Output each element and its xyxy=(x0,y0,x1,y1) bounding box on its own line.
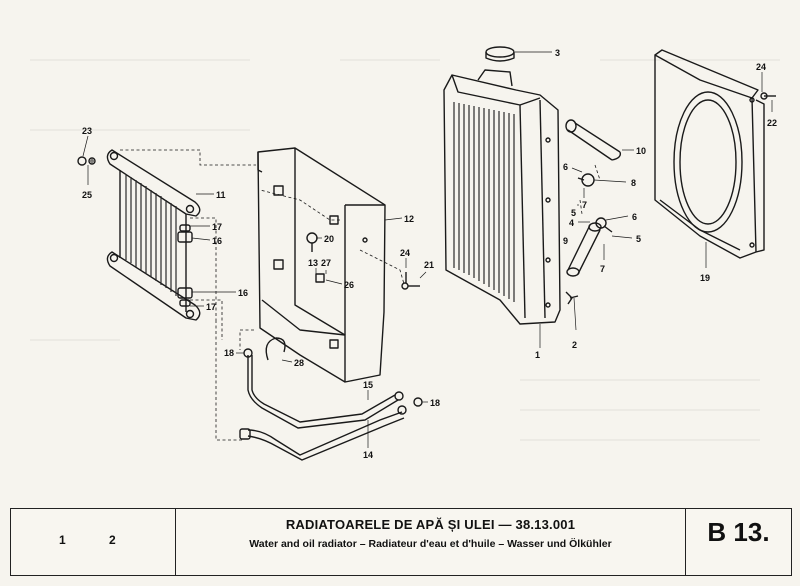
column-number-1: 1 xyxy=(59,533,66,547)
radiator-frame xyxy=(257,147,386,383)
callout-12: 12 xyxy=(404,214,414,224)
callout-7b: 7 xyxy=(600,264,605,274)
lower-hose xyxy=(566,222,602,277)
water-radiator-core-fins xyxy=(453,102,515,302)
oil-cooler-fittings xyxy=(177,224,193,307)
title-romanian: RADIATOARELE DE APĂ ȘI ULEI — 38.13.001 xyxy=(285,517,576,532)
radiator-cap xyxy=(485,46,515,62)
callout-27: 27 xyxy=(321,258,331,268)
callout-labels: 1 2 3 4 5 5 6 6 7 7 8 9 10 11 12 13 14 xyxy=(82,48,777,460)
callout-25: 25 xyxy=(82,190,92,200)
drain-cock xyxy=(565,291,579,305)
retaining-clip xyxy=(265,337,286,361)
callout-2: 2 xyxy=(572,340,577,350)
assembly-lines xyxy=(120,149,601,441)
callout-23: 23 xyxy=(82,126,92,136)
fan-shroud xyxy=(654,49,765,259)
callout-6a: 6 xyxy=(563,162,568,172)
title-block-code-cell: B 13. xyxy=(686,509,791,575)
callout-17a: 17 xyxy=(212,222,222,232)
callout-22: 22 xyxy=(767,118,777,128)
bleed-through-ghosting xyxy=(30,59,780,441)
bolt-and-washer-21-24 xyxy=(401,272,420,290)
upper-hose xyxy=(565,119,622,161)
callout-8: 8 xyxy=(631,178,636,188)
sheet-code: B 13. xyxy=(707,517,770,547)
callout-10: 10 xyxy=(636,146,646,156)
callout-17b: 17 xyxy=(206,302,216,312)
title-block-left-cell: 1 2 xyxy=(11,509,176,575)
callout-7a: 7 xyxy=(582,200,587,210)
callout-5a: 5 xyxy=(571,208,576,218)
oil-pipes xyxy=(239,348,423,461)
bolt-and-washer-23-25 xyxy=(77,156,96,166)
callout-24b: 24 xyxy=(756,62,766,72)
oil-cooler-fins xyxy=(125,174,177,296)
callout-18b: 18 xyxy=(430,398,440,408)
callout-20: 20 xyxy=(324,234,334,244)
callout-5b: 5 xyxy=(636,234,641,244)
exploded-parts-diagram: 1 2 3 4 5 5 6 6 7 7 8 9 10 11 12 13 14 xyxy=(30,46,780,461)
column-number-2: 2 xyxy=(109,533,116,547)
callout-21: 21 xyxy=(424,260,434,270)
title-block-title-cell: RADIATOARELE DE APĂ ȘI ULEI — 38.13.001 … xyxy=(176,509,686,575)
water-radiator xyxy=(443,69,561,325)
title-translations: Water and oil radiator – Radiateur d'eau… xyxy=(249,538,612,550)
oil-cooler xyxy=(106,149,201,321)
callout-11: 11 xyxy=(216,190,226,200)
callout-16b: 16 xyxy=(238,288,248,298)
hose-clamps xyxy=(577,173,613,233)
callout-18a: 18 xyxy=(224,348,234,358)
bolt-and-washer-22-24 xyxy=(760,92,776,100)
callout-13: 13 xyxy=(308,258,318,268)
callout-14: 14 xyxy=(363,450,373,460)
callout-6b: 6 xyxy=(632,212,637,222)
callout-19: 19 xyxy=(700,273,710,283)
callout-15: 15 xyxy=(363,380,373,390)
callout-24a: 24 xyxy=(400,248,410,258)
callout-4: 4 xyxy=(569,218,574,228)
callout-3: 3 xyxy=(555,48,560,58)
callout-9: 9 xyxy=(563,236,568,246)
callout-1: 1 xyxy=(535,350,540,360)
callout-28: 28 xyxy=(294,358,304,368)
title-block: 1 2 RADIATOARELE DE APĂ ȘI ULEI — 38.13.… xyxy=(10,508,792,576)
callout-26: 26 xyxy=(344,280,354,290)
callout-16a: 16 xyxy=(212,236,222,246)
